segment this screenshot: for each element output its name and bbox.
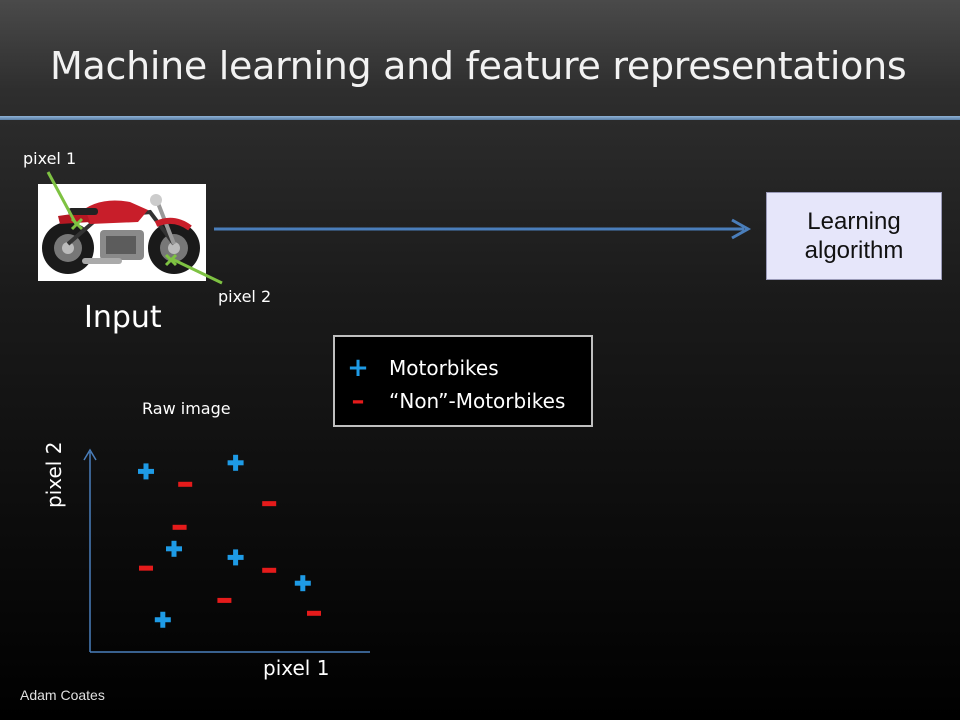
- motorbike-image: [38, 184, 206, 281]
- negative-point: [307, 610, 321, 616]
- positive-point: [227, 549, 244, 566]
- minus-icon: –: [351, 386, 365, 416]
- negative-point: [262, 567, 277, 573]
- x-axis-label: pixel 1: [263, 656, 330, 680]
- plus-icon: +: [347, 353, 369, 383]
- negative-point: [262, 501, 277, 507]
- pixel1-annotation: pixel 1: [23, 149, 77, 168]
- legend-negative: – “Non”-Motorbikes: [347, 386, 566, 416]
- positive-point: [294, 575, 311, 592]
- y-axis-label: pixel 2: [42, 441, 66, 508]
- negative-point: [217, 597, 232, 603]
- pixel1-x-marker: [70, 217, 84, 231]
- learning-box-line2: algorithm: [804, 237, 904, 264]
- learning-algorithm-box: Learning algorithm: [766, 192, 942, 280]
- negative-point: [172, 524, 187, 530]
- positive-point: [138, 463, 154, 480]
- pixel2-pointer-line: [171, 257, 223, 285]
- motorbike-icon: [38, 184, 206, 281]
- raw-image-label: Raw image: [142, 399, 231, 418]
- y-axis-arrowhead: [83, 448, 97, 461]
- pixel2-annotation: pixel 2: [218, 287, 272, 306]
- legend-box: + Motorbikes – “Non”-Motorbikes: [333, 335, 593, 427]
- flow-arrow-head: [731, 218, 752, 240]
- pixel1-pointer-line: [46, 171, 78, 225]
- legend-positive: + Motorbikes: [347, 353, 499, 383]
- input-label: Input: [84, 300, 162, 335]
- positive-point: [154, 611, 171, 628]
- legend-positive-label: Motorbikes: [389, 356, 499, 380]
- legend-negative-label: “Non”-Motorbikes: [389, 389, 566, 413]
- negative-point: [139, 565, 153, 571]
- title-divider: [0, 116, 960, 120]
- author-footer: Adam Coates: [20, 687, 105, 703]
- pixel2-x-marker: [164, 253, 178, 267]
- negative-point: [178, 481, 193, 487]
- slide-title: Machine learning and feature representat…: [50, 44, 907, 88]
- positive-point: [166, 540, 182, 557]
- positive-point: [227, 454, 244, 471]
- learning-box-line1: Learning: [807, 208, 901, 235]
